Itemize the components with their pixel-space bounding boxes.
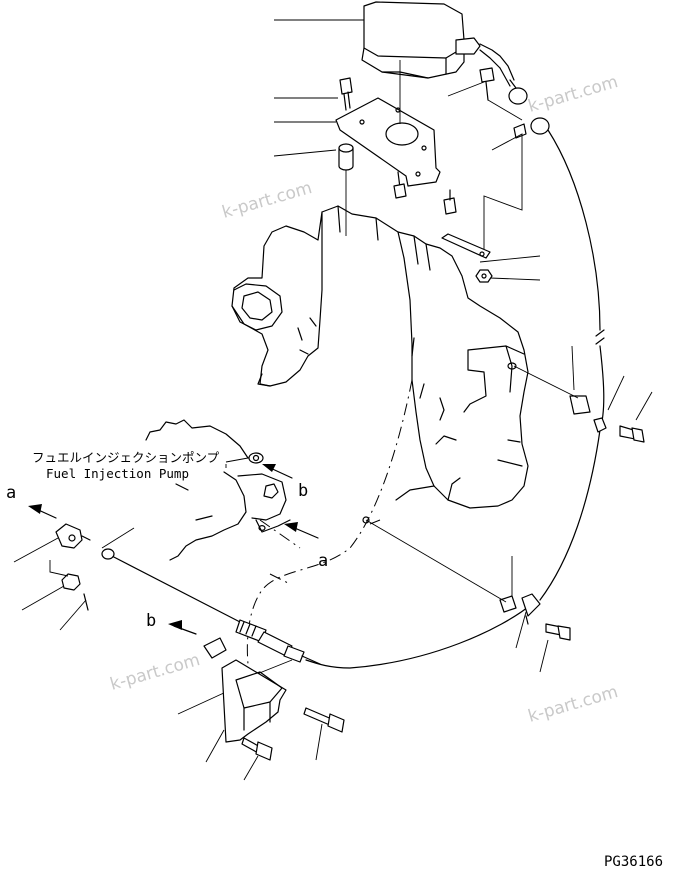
watermark-3: k-part.com: [108, 650, 202, 695]
lock-nut: [49, 560, 81, 591]
bolt-right: [443, 189, 457, 215]
mount-bracket: [335, 60, 441, 187]
bolt-bracket-short: [241, 737, 273, 761]
reference-label-b-pump: b: [298, 481, 308, 501]
reference-label-a-bracket: a: [318, 551, 328, 571]
callout-labels: フュエルインジェクションポンプ Fuel Injection Pump a b …: [6, 450, 663, 870]
reference-label-b-left: b: [146, 611, 156, 631]
bolt-top: [339, 77, 353, 111]
clamp-strap: [441, 233, 491, 259]
engine-housing: [231, 205, 529, 665]
hex-nut: [475, 269, 493, 283]
bolt-clip-lower: [545, 623, 571, 641]
bolt-middle: [393, 171, 407, 199]
washer-left: [83, 593, 89, 611]
watermark-4: k-part.com: [526, 682, 620, 727]
figure-code: PG36166: [604, 854, 663, 870]
reference-label-a-left: a: [6, 483, 16, 503]
control-cable: [101, 548, 321, 665]
clip-lower: [521, 593, 541, 625]
bolt-bracket-long: [303, 707, 345, 733]
ball-joint: [55, 523, 91, 549]
controller-box: [361, 1, 550, 135]
leader-lines: [13, 19, 653, 781]
watermarks: k-part.com k-part.com k-part.com k-part.…: [108, 72, 620, 727]
bolt-clip-right: [619, 425, 645, 443]
reference-arrows: [28, 464, 319, 635]
watermark-1: k-part.com: [220, 178, 314, 223]
spacer-top: [338, 143, 354, 236]
watermark-2: k-part.com: [526, 72, 620, 117]
clip-right: [593, 417, 607, 433]
pump-label-japanese: フュエルインジェクションポンプ: [32, 450, 220, 465]
bolt-controller: [479, 67, 527, 252]
fuel-injection-pump: [145, 419, 291, 561]
cable-spacer: [513, 365, 591, 415]
pump-nut: [225, 452, 264, 464]
spacer-lower: [362, 516, 517, 613]
cable-mount-bracket: [221, 659, 287, 743]
spacer-bracket: [203, 637, 227, 659]
pump-label-english: Fuel Injection Pump: [46, 466, 189, 481]
sensor-cable: [305, 129, 605, 669]
